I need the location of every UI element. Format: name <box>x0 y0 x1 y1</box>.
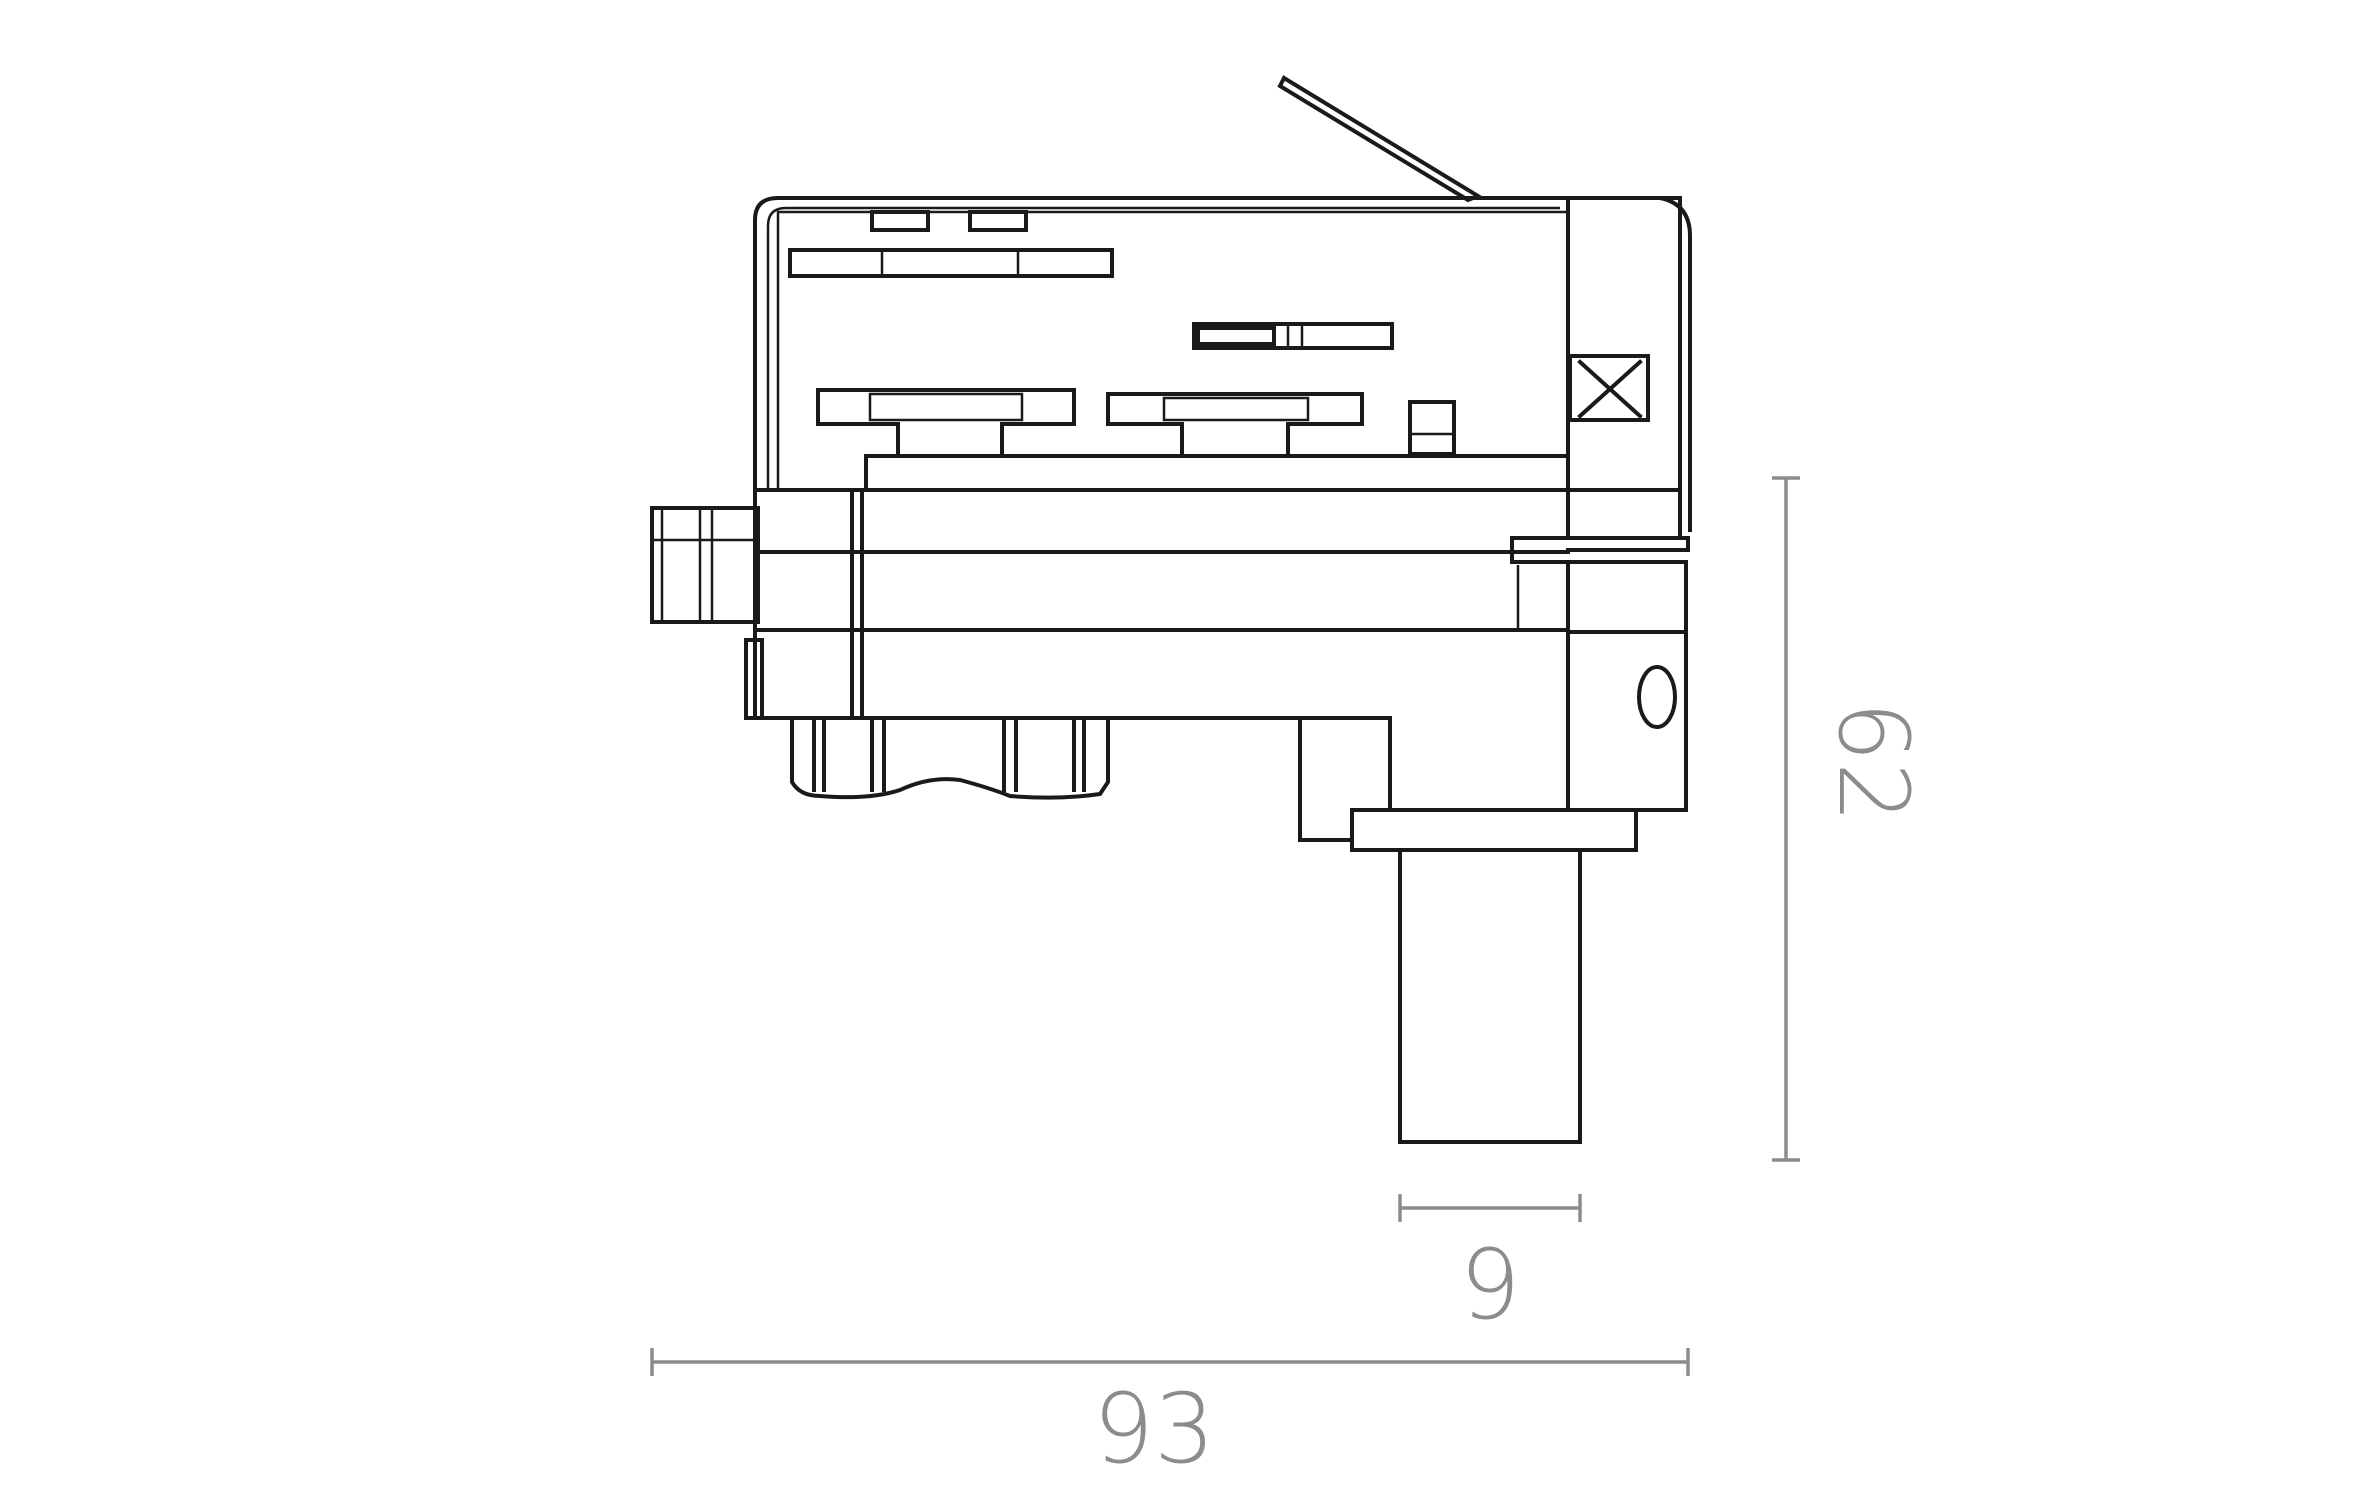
dimension-spigot-label: 9 <box>1459 1229 1520 1341</box>
adapter-housing <box>650 75 1692 1144</box>
dimension-spigot-width: 9 <box>1398 1194 1582 1341</box>
dimension-width: 93 <box>650 1348 1690 1485</box>
dimension-height: 62 <box>1772 476 1929 1162</box>
dimension-width-label: 93 <box>1093 1373 1215 1485</box>
roller-knobs <box>790 716 1110 800</box>
dimension-height-label: 62 <box>1817 701 1929 823</box>
